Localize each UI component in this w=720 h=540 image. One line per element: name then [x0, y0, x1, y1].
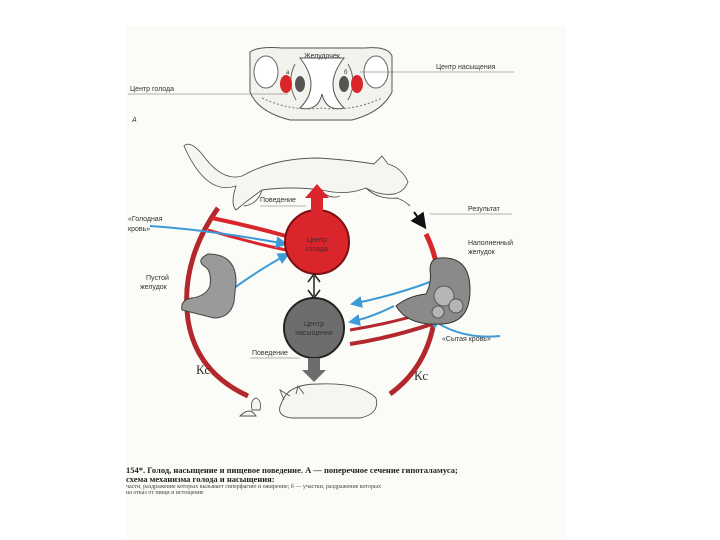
- full-stomach-label-2: желудок: [468, 249, 496, 256]
- hunger-center-nucleus: [280, 75, 292, 93]
- satiated-blood-label: «Сытая кровь»: [442, 336, 491, 343]
- caption-line-4: на отказ от пищи и истощение: [126, 490, 562, 496]
- full-stomach-label-1: Наполненный: [468, 239, 513, 247]
- satiety-center-label-2: насыщения: [295, 330, 333, 337]
- satiety-center-label-1: Центр: [304, 321, 324, 328]
- hunting-cat: [184, 144, 410, 210]
- behavior-bottom-label: Поведение: [252, 350, 288, 357]
- kc-left-label: Кс: [196, 362, 210, 377]
- hunger-center-label-2: голода: [306, 246, 328, 253]
- behavior-arrow-down: [302, 358, 326, 382]
- stomach-top-label: Желудочек: [304, 53, 341, 60]
- empty-stomach-label-2: желудок: [140, 284, 168, 291]
- hunger-center-label-1: Центр: [307, 237, 327, 244]
- satiety-center-circle: [284, 298, 344, 358]
- figure-caption: 154*. Голод, насыщение и пищевое поведен…: [126, 466, 562, 496]
- satiety-center-top-label: Центр насыщения: [436, 64, 496, 71]
- caption-line-2: схема механизма голода и насыщения:: [126, 475, 562, 484]
- kc-right-label: Кс: [414, 368, 428, 383]
- behavior-top-label: Поведение: [260, 197, 296, 204]
- hunger-center-top-label: Центр голода: [130, 86, 174, 93]
- panel-a-label: А: [131, 117, 137, 124]
- result-label: Результат: [468, 206, 501, 213]
- sleeping-cat: [240, 384, 377, 418]
- empty-stomach-label-1: Пустой: [146, 274, 169, 282]
- hungry-blood-label-2: кровь»: [128, 226, 150, 233]
- result-arrow: [414, 212, 424, 226]
- hungry-blood-label-1: «Голодная: [128, 216, 163, 223]
- satiety-center-nucleus: [339, 76, 349, 92]
- slice-letter-b: б: [344, 70, 348, 76]
